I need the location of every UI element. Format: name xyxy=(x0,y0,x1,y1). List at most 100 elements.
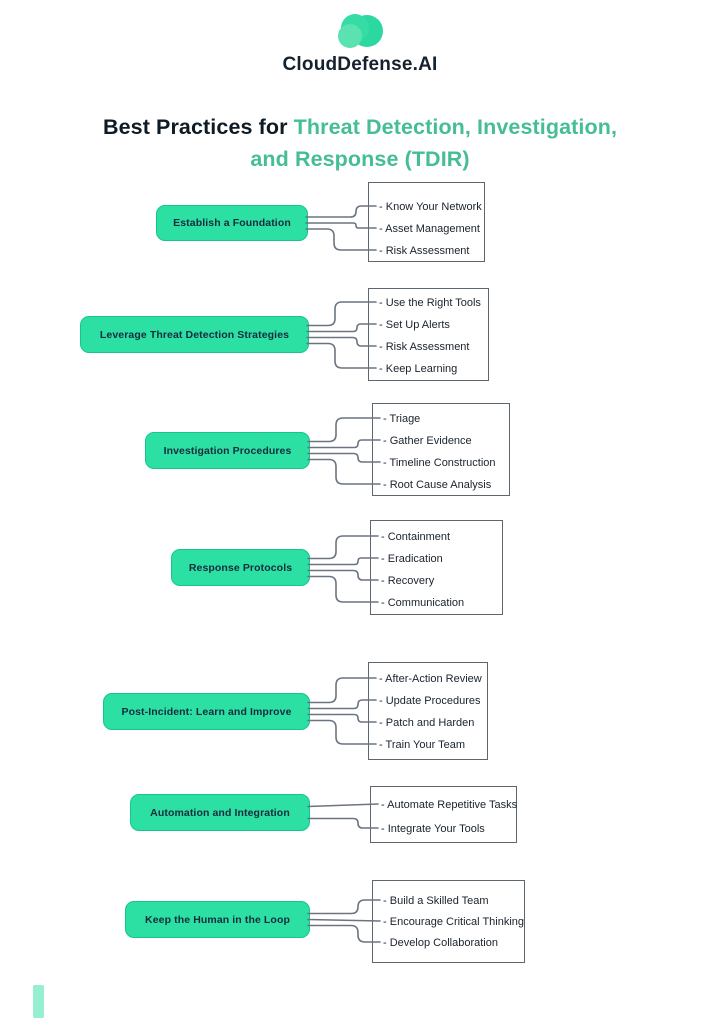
brand-name: CloudDefense.AI xyxy=(282,54,438,75)
connector-line xyxy=(307,918,381,922)
practices-box: - Triage- Gather Evidence- Timeline Cons… xyxy=(372,403,510,496)
connector-line xyxy=(305,228,377,251)
bullet-dash: - xyxy=(381,597,388,609)
practice-label: Risk Assessment xyxy=(385,245,470,257)
title-highlight-line1: Threat Detection, Investigation, xyxy=(293,115,618,140)
practices-box: - After-Action Review- Update Procedures… xyxy=(368,662,488,760)
practices-box: - Know Your Network- Asset Management- R… xyxy=(368,182,485,262)
practice-label: Update Procedures xyxy=(385,695,481,707)
practice-label: After-Action Review xyxy=(385,673,482,685)
practice-label: Patch and Harden xyxy=(385,717,475,729)
practice-label: Automate Repetitive Tasks xyxy=(387,799,518,811)
practice-item: - Patch and Harden xyxy=(379,712,487,734)
bullet-dash: - xyxy=(379,223,386,235)
category-box: Automation and Integration xyxy=(130,794,310,831)
bullet-dash: - xyxy=(383,479,390,491)
bullet-dash: - xyxy=(379,297,386,309)
logo: CloudDefense.AI xyxy=(0,12,720,76)
connector-line xyxy=(307,719,377,745)
bullet-dash: - xyxy=(379,201,386,213)
practices-box: - Build a Skilled Team- Encourage Critic… xyxy=(372,880,525,963)
title-highlight-line2: and Response (TDIR) xyxy=(250,147,470,172)
practice-item: - Timeline Construction xyxy=(383,452,509,474)
title-prefix: Best Practices for xyxy=(102,115,294,140)
category-label: Leverage Threat Detection Strategies xyxy=(99,328,290,341)
practices-box: - Automate Repetitive Tasks- Integrate Y… xyxy=(370,786,517,843)
practices-box: - Use the Right Tools- Set Up Alerts- Ri… xyxy=(368,288,489,381)
connector-line xyxy=(305,222,377,229)
connector-line xyxy=(307,557,379,566)
connector-line xyxy=(307,699,377,710)
connector-line xyxy=(307,417,381,443)
practice-item: - Update Procedures xyxy=(379,690,487,712)
practice-label: Know Your Network xyxy=(385,201,482,213)
practice-item: - Keep Learning xyxy=(379,358,488,380)
bullet-dash: - xyxy=(383,894,390,907)
connector-line xyxy=(306,342,377,369)
connector-line xyxy=(306,323,377,333)
practice-label: Communication xyxy=(387,597,465,609)
practice-item: - Build a Skilled Team xyxy=(383,891,524,912)
connector-line xyxy=(306,336,377,347)
connector-line xyxy=(307,803,379,808)
category-label: Response Protocols xyxy=(188,561,293,574)
connector-line xyxy=(307,535,379,560)
practice-item: - Develop Collaboration xyxy=(383,933,524,954)
connector-line xyxy=(305,205,377,218)
practice-label: Eradication xyxy=(387,553,443,565)
bullet-dash: - xyxy=(379,341,386,353)
connector-line xyxy=(307,439,381,449)
practice-label: Triage xyxy=(389,413,421,425)
connector-line xyxy=(307,452,381,463)
connector-line xyxy=(307,924,381,943)
bullet-dash: - xyxy=(379,363,386,375)
cloud-icon xyxy=(338,14,383,48)
practice-item: - Automate Repetitive Tasks xyxy=(381,793,518,817)
connector-line xyxy=(307,817,379,829)
bullet-dash: - xyxy=(381,823,388,835)
practice-label: Recovery xyxy=(387,575,435,587)
category-label: Establish a Foundation xyxy=(173,217,291,229)
category-box: Establish a Foundation xyxy=(156,205,308,241)
practice-item: - After-Action Review xyxy=(379,668,487,690)
practice-item: - Containment xyxy=(381,526,502,548)
practice-item: - Eradication xyxy=(381,548,502,570)
decorative-green-bar xyxy=(33,985,44,1018)
bullet-dash: - xyxy=(383,915,390,928)
bullet-dash: - xyxy=(383,457,390,469)
practice-label: Encourage Critical Thinking xyxy=(389,915,525,928)
bullet-dash: - xyxy=(381,531,388,543)
bullet-dash: - xyxy=(383,413,390,425)
practice-label: Gather Evidence xyxy=(389,435,472,447)
practice-label: Containment xyxy=(387,531,451,543)
practice-item: - Recovery xyxy=(381,570,502,592)
category-box: Investigation Procedures xyxy=(145,432,310,469)
practice-item: - Know Your Network xyxy=(379,196,484,218)
practice-label: Timeline Construction xyxy=(389,457,496,469)
bullet-dash: - xyxy=(383,435,390,447)
practice-label: Root Cause Analysis xyxy=(389,479,492,491)
practice-item: - Communication xyxy=(381,592,502,614)
bullet-dash: - xyxy=(379,245,386,257)
connector-line xyxy=(307,569,379,581)
practice-item: - Set Up Alerts xyxy=(379,314,488,336)
bullet-dash: - xyxy=(381,799,388,811)
category-label: Post-Incident: Learn and Improve xyxy=(121,705,292,718)
practice-item: - Risk Assessment xyxy=(379,336,488,358)
category-label: Keep the Human in the Loop xyxy=(145,913,290,926)
bullet-dash: - xyxy=(379,739,386,751)
practice-item: - Risk Assessment xyxy=(379,240,484,262)
practice-label: Keep Learning xyxy=(385,363,458,375)
bullet-dash: - xyxy=(381,553,388,565)
bullet-dash: - xyxy=(381,575,388,587)
category-box: Keep the Human in the Loop xyxy=(125,901,310,938)
bullet-dash: - xyxy=(379,695,386,707)
practice-item: - Gather Evidence xyxy=(383,430,509,452)
bullet-dash: - xyxy=(379,673,386,685)
practice-label: Train Your Team xyxy=(385,739,466,751)
category-label: Investigation Procedures xyxy=(163,444,292,457)
connector-line xyxy=(307,458,381,485)
category-box: Response Protocols xyxy=(171,549,310,586)
category-box: Post-Incident: Learn and Improve xyxy=(103,693,310,730)
